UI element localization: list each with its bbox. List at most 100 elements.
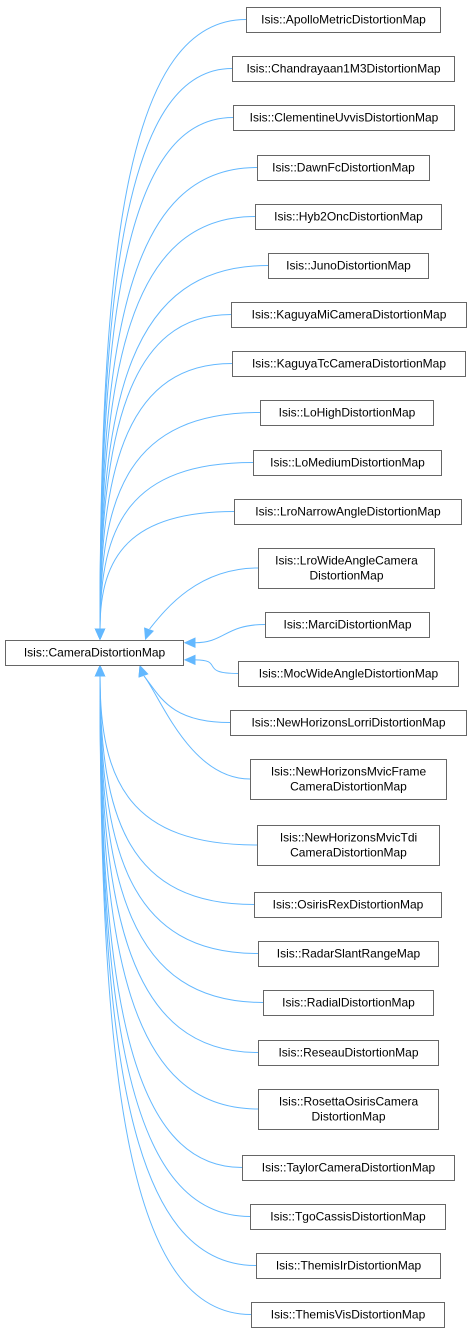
derived-class-node-box bbox=[255, 204, 442, 230]
inheritance-edge bbox=[99, 117, 234, 630]
derived-class-node-box bbox=[258, 941, 439, 967]
base-class-node-label: Isis::CameraDistortionMap bbox=[24, 646, 166, 660]
derived-class-node-label: Isis::ThemisVisDistortionMap bbox=[271, 1308, 426, 1322]
derived-class-node-label: Isis::TaylorCameraDistortionMap bbox=[262, 1161, 436, 1175]
derived-class-node-box bbox=[232, 351, 466, 377]
inheritance-edge bbox=[99, 462, 254, 630]
derived-class-node-label: Isis::NewHorizonsMvicTdi bbox=[280, 831, 417, 845]
derived-class-node-box bbox=[260, 400, 434, 426]
derived-class-node[interactable]: Isis::NewHorizonsMvicFrameCameraDistorti… bbox=[250, 759, 447, 800]
inheritance-edges bbox=[94, 19, 269, 1315]
derived-class-node-box bbox=[257, 825, 440, 866]
derived-class-node-box bbox=[246, 7, 441, 33]
derived-class-node-box bbox=[250, 1204, 446, 1230]
derived-class-node[interactable]: Isis::RadialDistortionMap bbox=[263, 990, 434, 1016]
derived-class-node-label: CameraDistortionMap bbox=[290, 780, 407, 794]
derived-class-node-label: Isis::NewHorizonsMvicFrame bbox=[271, 765, 427, 779]
derived-class-node-box bbox=[230, 710, 467, 736]
inheritance-edge bbox=[99, 675, 259, 1053]
derived-class-node[interactable]: Isis::MocWideAngleDistortionMap bbox=[238, 661, 459, 687]
derived-class-node-label: Isis::ApolloMetricDistortionMap bbox=[261, 13, 426, 27]
inheritance-edge bbox=[99, 314, 232, 630]
derived-class-node-box bbox=[268, 253, 429, 279]
derived-class-node-box bbox=[263, 990, 434, 1016]
inheritance-arrowhead bbox=[183, 637, 196, 648]
derived-class-node-box bbox=[234, 499, 462, 525]
derived-class-node[interactable]: Isis::MarciDistortionMap bbox=[265, 612, 430, 638]
derived-class-node-label: CameraDistortionMap bbox=[290, 846, 407, 860]
inheritance-edge bbox=[99, 68, 233, 630]
derived-class-node[interactable]: Isis::OsirisRexDistortionMap bbox=[254, 892, 442, 918]
derived-class-node-box bbox=[238, 661, 459, 687]
derived-class-node-label: Isis::Hyb2OncDistortionMap bbox=[274, 210, 423, 224]
inheritance-arrowhead bbox=[94, 664, 106, 677]
derived-class-node[interactable]: Isis::TgoCassisDistortionMap bbox=[250, 1204, 446, 1230]
derived-class-node[interactable]: Isis::NewHorizonsLorriDistortionMap bbox=[230, 710, 467, 736]
derived-class-node-label: DistortionMap bbox=[309, 569, 383, 583]
derived-class-node-label: Isis::KaguyaMiCameraDistortionMap bbox=[252, 308, 447, 322]
derived-class-node-label: Isis::LoMediumDistortionMap bbox=[270, 456, 425, 470]
derived-class-node-box bbox=[232, 56, 455, 82]
derived-class-node-label: Isis::OsirisRexDistortionMap bbox=[273, 898, 424, 912]
derived-class-node[interactable]: Isis::LoHighDistortionMap bbox=[260, 400, 434, 426]
derived-class-node-box bbox=[251, 1302, 445, 1328]
derived-class-node[interactable]: Isis::Hyb2OncDistortionMap bbox=[255, 204, 442, 230]
derived-class-node-label: DistortionMap bbox=[311, 1110, 385, 1124]
derived-class-node-label: Isis::RadarSlantRangeMap bbox=[277, 947, 421, 961]
derived-class-node-label: Isis::KaguyaTcCameraDistortionMap bbox=[252, 357, 446, 371]
derived-class-node[interactable]: Isis::LoMediumDistortionMap bbox=[253, 450, 442, 476]
inheritance-edge bbox=[99, 412, 261, 630]
inheritance-edge bbox=[99, 675, 258, 846]
derived-class-node[interactable]: Isis::JunoDistortionMap bbox=[268, 253, 429, 279]
derived-class-node-box bbox=[250, 759, 447, 800]
derived-class-node[interactable]: Isis::ThemisVisDistortionMap bbox=[251, 1302, 445, 1328]
derived-class-node[interactable]: Isis::DawnFcDistortionMap bbox=[257, 155, 430, 181]
derived-class-node-label: Isis::ReseauDistortionMap bbox=[278, 1046, 418, 1060]
derived-class-node-label: Isis::TgoCassisDistortionMap bbox=[270, 1210, 426, 1224]
derived-class-node-box bbox=[254, 892, 442, 918]
derived-class-node[interactable]: Isis::NewHorizonsMvicTdiCameraDistortion… bbox=[257, 825, 440, 866]
derived-class-node[interactable]: Isis::TaylorCameraDistortionMap bbox=[242, 1155, 455, 1181]
derived-class-node[interactable]: Isis::ApolloMetricDistortionMap bbox=[246, 7, 441, 33]
derived-class-node-label: Isis::NewHorizonsLorriDistortionMap bbox=[251, 716, 445, 730]
derived-class-node-box bbox=[231, 302, 467, 328]
base-class-node[interactable]: Isis::CameraDistortionMap bbox=[5, 640, 184, 666]
derived-class-node-box bbox=[258, 1040, 439, 1066]
inheritance-edge bbox=[99, 511, 235, 630]
inheritance-edge bbox=[99, 675, 255, 905]
base-class-node-box bbox=[5, 640, 184, 666]
derived-class-node-label: Isis::MocWideAngleDistortionMap bbox=[259, 667, 439, 681]
derived-class-node-box bbox=[256, 1253, 441, 1279]
inheritance-arrowhead bbox=[183, 654, 196, 666]
derived-class-node-box bbox=[242, 1155, 455, 1181]
derived-class-node[interactable]: Isis::RadarSlantRangeMap bbox=[258, 941, 439, 967]
derived-class-node-label: Isis::MarciDistortionMap bbox=[283, 618, 411, 632]
inheritance-edge bbox=[99, 675, 259, 1110]
inheritance-edge bbox=[99, 675, 259, 954]
inheritance-edge bbox=[99, 167, 258, 630]
derived-class-node-box bbox=[258, 548, 435, 589]
derived-class-node-label: Isis::LroWideAngleCamera bbox=[275, 554, 418, 568]
inheritance-edge bbox=[143, 675, 231, 723]
derived-class-node-box bbox=[233, 105, 455, 131]
inheritance-edge bbox=[143, 675, 251, 780]
inheritance-edge bbox=[99, 363, 233, 630]
derived-class-node[interactable]: Isis::ThemisIrDistortionMap bbox=[256, 1253, 441, 1279]
inheritance-arrowhead bbox=[144, 627, 154, 641]
derived-class-node[interactable]: Isis::KaguyaTcCameraDistortionMap bbox=[232, 351, 466, 377]
derived-class-node[interactable]: Isis::KaguyaMiCameraDistortionMap bbox=[231, 302, 467, 328]
derived-class-node-label: Isis::Chandrayaan1M3DistortionMap bbox=[246, 62, 440, 76]
inheritance-edge bbox=[99, 216, 256, 630]
derived-class-node-label: Isis::ClementineUvvisDistortionMap bbox=[250, 111, 439, 125]
derived-class-node-box bbox=[265, 612, 430, 638]
derived-class-node-label: Isis::LroNarrowAngleDistortionMap bbox=[255, 505, 441, 519]
derived-class-node[interactable]: Isis::ClementineUvvisDistortionMap bbox=[233, 105, 455, 131]
inheritance-arrowhead bbox=[94, 628, 106, 641]
inheritance-edge bbox=[99, 675, 251, 1217]
derived-class-node[interactable]: Isis::LroNarrowAngleDistortionMap bbox=[234, 499, 462, 525]
derived-class-node[interactable]: Isis::Chandrayaan1M3DistortionMap bbox=[232, 56, 455, 82]
derived-class-node[interactable]: Isis::ReseauDistortionMap bbox=[258, 1040, 439, 1066]
derived-class-node-label: Isis::LoHighDistortionMap bbox=[279, 406, 416, 420]
